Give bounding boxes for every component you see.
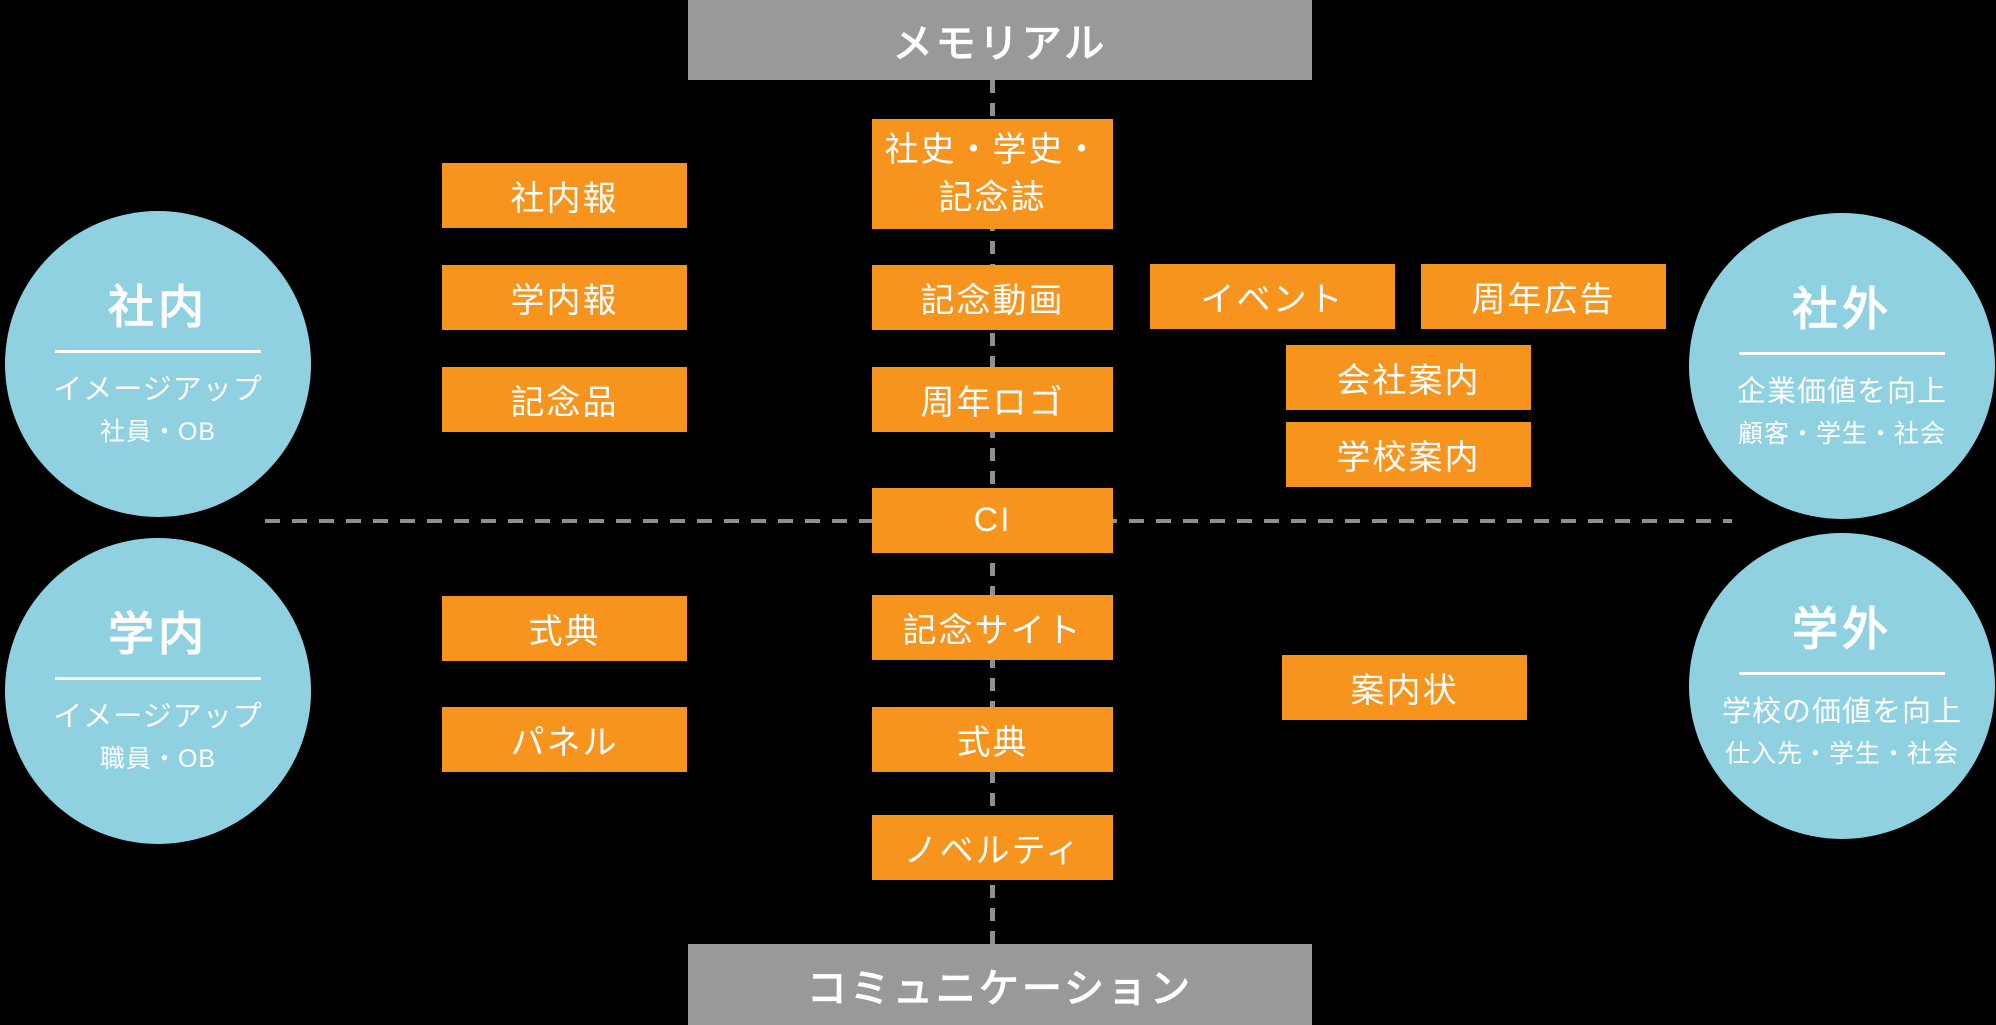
circle-audience: 社員・OB xyxy=(99,417,217,446)
banner-memorial: メモリアル xyxy=(688,0,1312,80)
node-event: イベント xyxy=(1150,264,1395,329)
node-ci: CI xyxy=(872,488,1113,553)
node-anniversary-logo: 周年ロゴ xyxy=(872,367,1113,432)
node-invitation: 案内状 xyxy=(1282,655,1527,720)
node-commemorative-gift: 記念品 xyxy=(442,367,687,432)
divider-line xyxy=(55,350,261,354)
node-history-book: 社史・学史・ 記念誌 xyxy=(872,119,1113,229)
circle-subtitle: イメージアップ xyxy=(53,701,263,734)
node-ceremony-center: 式典 xyxy=(872,707,1113,772)
circle-title: 社内 xyxy=(108,281,208,334)
circle-internal-school: 学内 イメージアップ 職員・OB xyxy=(5,538,311,844)
circle-title: 社外 xyxy=(1792,283,1892,336)
circle-external-school: 学外 学校の価値を向上 仕入先・学生・社会 xyxy=(1689,533,1995,839)
node-school-guide: 学校案内 xyxy=(1286,422,1531,487)
node-memorial-video: 記念動画 xyxy=(872,265,1113,330)
node-memorial-site: 記念サイト xyxy=(872,595,1113,660)
circle-subtitle: 学校の価値を向上 xyxy=(1721,696,1962,729)
node-school-newsletter: 学内報 xyxy=(442,265,687,330)
circle-subtitle: イメージアップ xyxy=(53,374,263,407)
circle-subtitle: 企業価値を向上 xyxy=(1736,376,1947,409)
divider-line xyxy=(1739,672,1945,676)
circle-audience: 顧客・学生・社会 xyxy=(1737,419,1946,448)
node-label: 記念誌 xyxy=(938,179,1047,217)
node-company-guide: 会社案内 xyxy=(1286,345,1531,410)
circle-audience: 仕入先・学生・社会 xyxy=(1724,739,1959,768)
node-ceremony-left: 式典 xyxy=(442,596,687,661)
banner-communication: コミュニケーション xyxy=(688,944,1312,1025)
circle-external-company: 社外 企業価値を向上 顧客・学生・社会 xyxy=(1689,213,1995,519)
node-anniversary-ad: 周年広告 xyxy=(1421,264,1666,329)
circle-title: 学外 xyxy=(1792,603,1892,656)
circle-title: 学内 xyxy=(108,608,208,661)
circle-internal-company: 社内 イメージアップ 社員・OB xyxy=(5,211,311,517)
divider-line xyxy=(55,677,261,681)
divider-line xyxy=(1739,352,1945,356)
node-label: 社史・学史・ xyxy=(884,130,1101,169)
node-novelty: ノベルティ xyxy=(872,815,1113,880)
node-panel: パネル xyxy=(442,707,687,772)
node-company-newsletter: 社内報 xyxy=(442,163,687,228)
circle-audience: 職員・OB xyxy=(99,744,217,773)
